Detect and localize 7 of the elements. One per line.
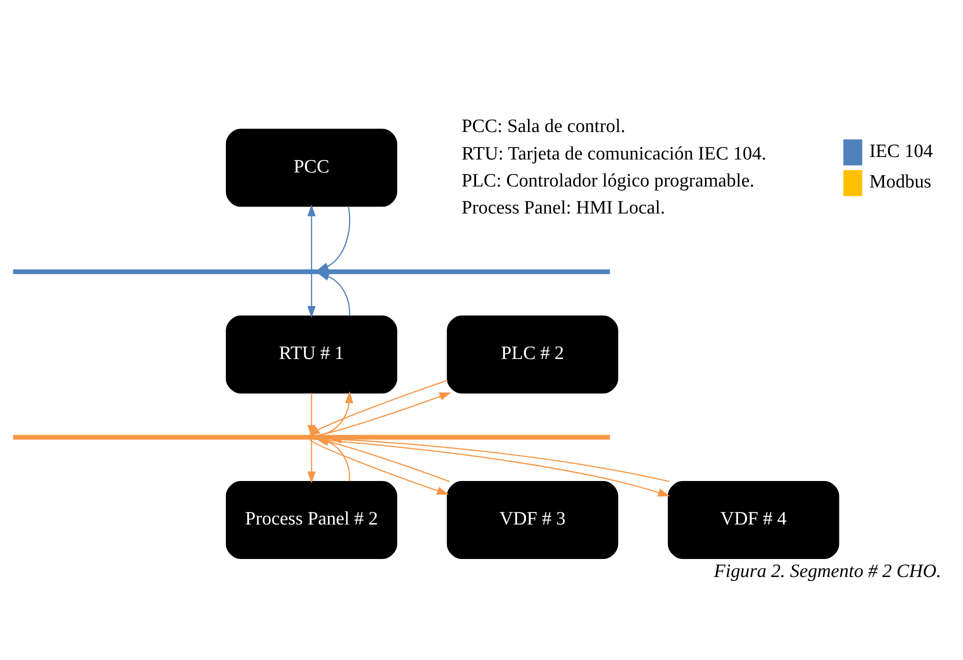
caption: Figura 2. Segmento # 2 CHO. [713, 561, 941, 582]
legend-label: Modbus [868, 172, 931, 193]
legend-label: IEC 104 [868, 140, 932, 162]
label: PLC: Controlador lógico programable. [461, 170, 754, 192]
label: PCC: Sala de control. [461, 116, 625, 138]
label: Process Panel: HMI Local. [461, 198, 665, 219]
label: RTU: Tarjeta de comunicación IEC 104. [461, 143, 766, 164]
